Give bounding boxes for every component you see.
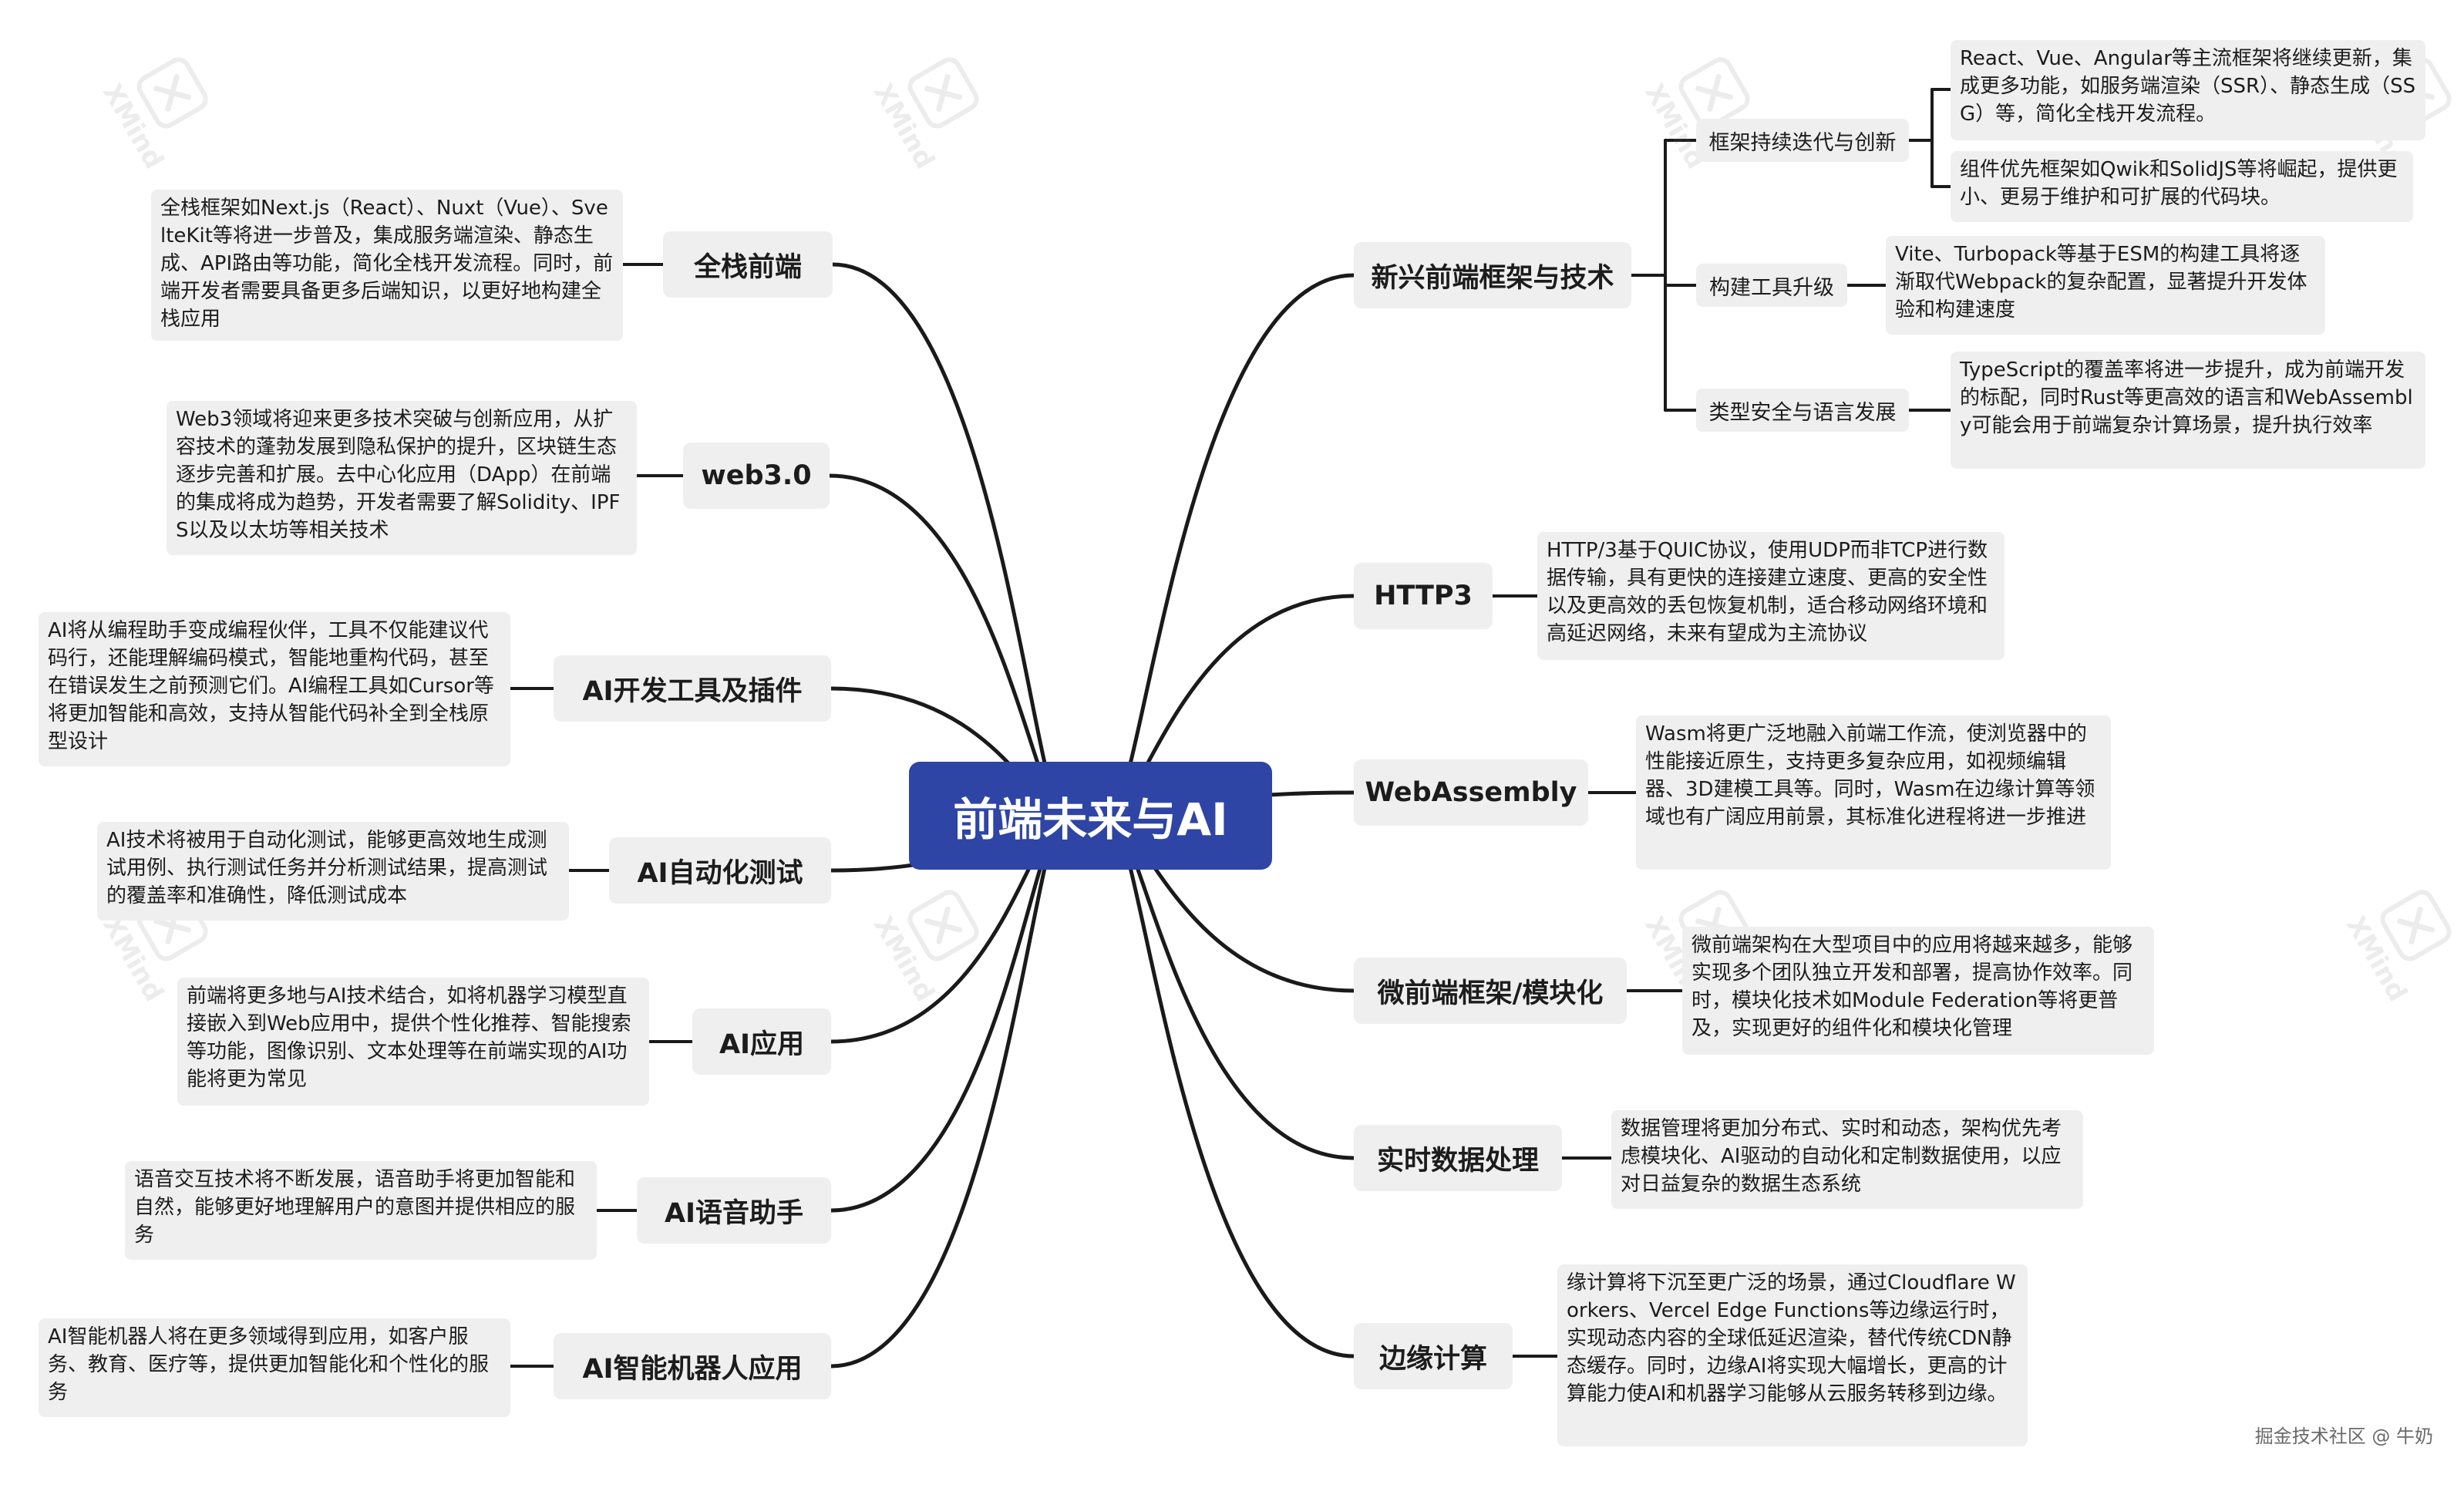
topic-ai-dev-tools[interactable]: AI开发工具及插件 xyxy=(554,655,831,722)
topic-ai-robots[interactable]: AI智能机器人应用 xyxy=(554,1333,831,1399)
subtopic-build-tools[interactable]: 构建工具升级 xyxy=(1696,264,1847,307)
note-ai-testing: AI技术将被用于自动化测试，能够更高效地生成测试用例、执行测试任务并分析测试结果… xyxy=(97,822,569,921)
topic-web3[interactable]: web3.0 xyxy=(683,443,830,509)
note-realtime-data: 数据管理将更加分布式、实时和动态，架构优先考虑模块化、AI驱动的自动化和定制数据… xyxy=(1611,1110,2083,1209)
branch-line-left xyxy=(829,813,1066,1213)
note-build-tools: Vite、Turbopack等基于ESM的构建工具将逐渐取代Webpack的复杂… xyxy=(1886,236,2325,335)
note-http3: HTTP/3基于QUIC协议，使用UDP而非TCP进行数据传输，具有更快的连接建… xyxy=(1537,532,2005,660)
topic-ai-voice[interactable]: AI语音助手 xyxy=(637,1177,831,1244)
note-fullstack: 全栈框架如Next.js（React）、Nuxt（Vue）、SvelteKit等… xyxy=(151,190,623,341)
subtopic-type-safety[interactable]: 类型安全与语言发展 xyxy=(1696,389,1909,432)
note-ai-applications: 前端将更多地与AI技术结合，如将机器学习模型直接嵌入到Web应用中，提供个性化推… xyxy=(177,978,649,1106)
branch-line-left xyxy=(829,813,1066,1368)
note-micro-frontend: 微前端架构在大型项目中的应用将越来越多，能够实现多个团队独立开发和部署，提高协作… xyxy=(1682,927,2154,1055)
note-ai-voice: 语音交互技术将不断发展，语音助手将更加智能和自然，能够更好地理解用户的意图并提供… xyxy=(125,1161,597,1260)
note-web3: Web3领域将迎来更多技术突破与创新应用，从扩容技术的蓬勃发展到隐私保护的提升，… xyxy=(167,401,637,555)
note-framework-iteration-1: React、Vue、Angular等主流框架将继续更新，集成更多功能，如服务端渲… xyxy=(1951,40,2425,140)
topic-http3[interactable]: HTTP3 xyxy=(1354,563,1493,629)
subtopic-framework-iteration[interactable]: 框架持续迭代与创新 xyxy=(1696,119,1909,162)
topic-edge-computing[interactable]: 边缘计算 xyxy=(1354,1323,1513,1389)
topic-micro-frontend[interactable]: 微前端框架/模块化 xyxy=(1354,958,1627,1024)
topic-realtime-data[interactable]: 实时数据处理 xyxy=(1354,1125,1562,1191)
note-framework-iteration-2: 组件优先框架如Qwik和SolidJS等将崛起，提供更小、更易于维护和可扩展的代… xyxy=(1951,151,2413,222)
topic-ai-testing[interactable]: AI自动化测试 xyxy=(609,837,831,904)
note-type-safety: TypeScript的覆盖率将进一步提升，成为前端开发的标配，同时Rust等更高… xyxy=(1951,352,2425,469)
footer-credit: 掘金技术社区 @ 牛奶 xyxy=(2254,1426,2433,1447)
note-ai-robots: AI智能机器人将在更多领域得到应用，如客户服务、教育、医疗等，提供更加智能化和个… xyxy=(39,1318,510,1417)
note-edge-computing: 缘计算将下沉至更广泛的场景，通过Cloudflare Workers、Verce… xyxy=(1557,1264,2028,1446)
topic-webassembly[interactable]: WebAssembly xyxy=(1354,759,1588,826)
note-ai-dev-tools: AI将从编程助手变成编程伙伴，工具不仅能建议代码行，还能理解编码模式，智能地重构… xyxy=(39,612,510,766)
central-topic[interactable]: 前端未来与AI xyxy=(909,762,1272,870)
topic-fullstack[interactable]: 全栈前端 xyxy=(663,231,833,298)
branch-line-right xyxy=(1108,273,1356,818)
topic-ai-applications[interactable]: AI应用 xyxy=(692,1008,831,1075)
topic-emerging-frameworks[interactable]: 新兴前端框架与技术 xyxy=(1354,242,1631,308)
note-webassembly: Wasm将更广泛地融入前端工作流，使浏览器中的性能接近原生，支持更多复杂应用，如… xyxy=(1636,715,2111,870)
